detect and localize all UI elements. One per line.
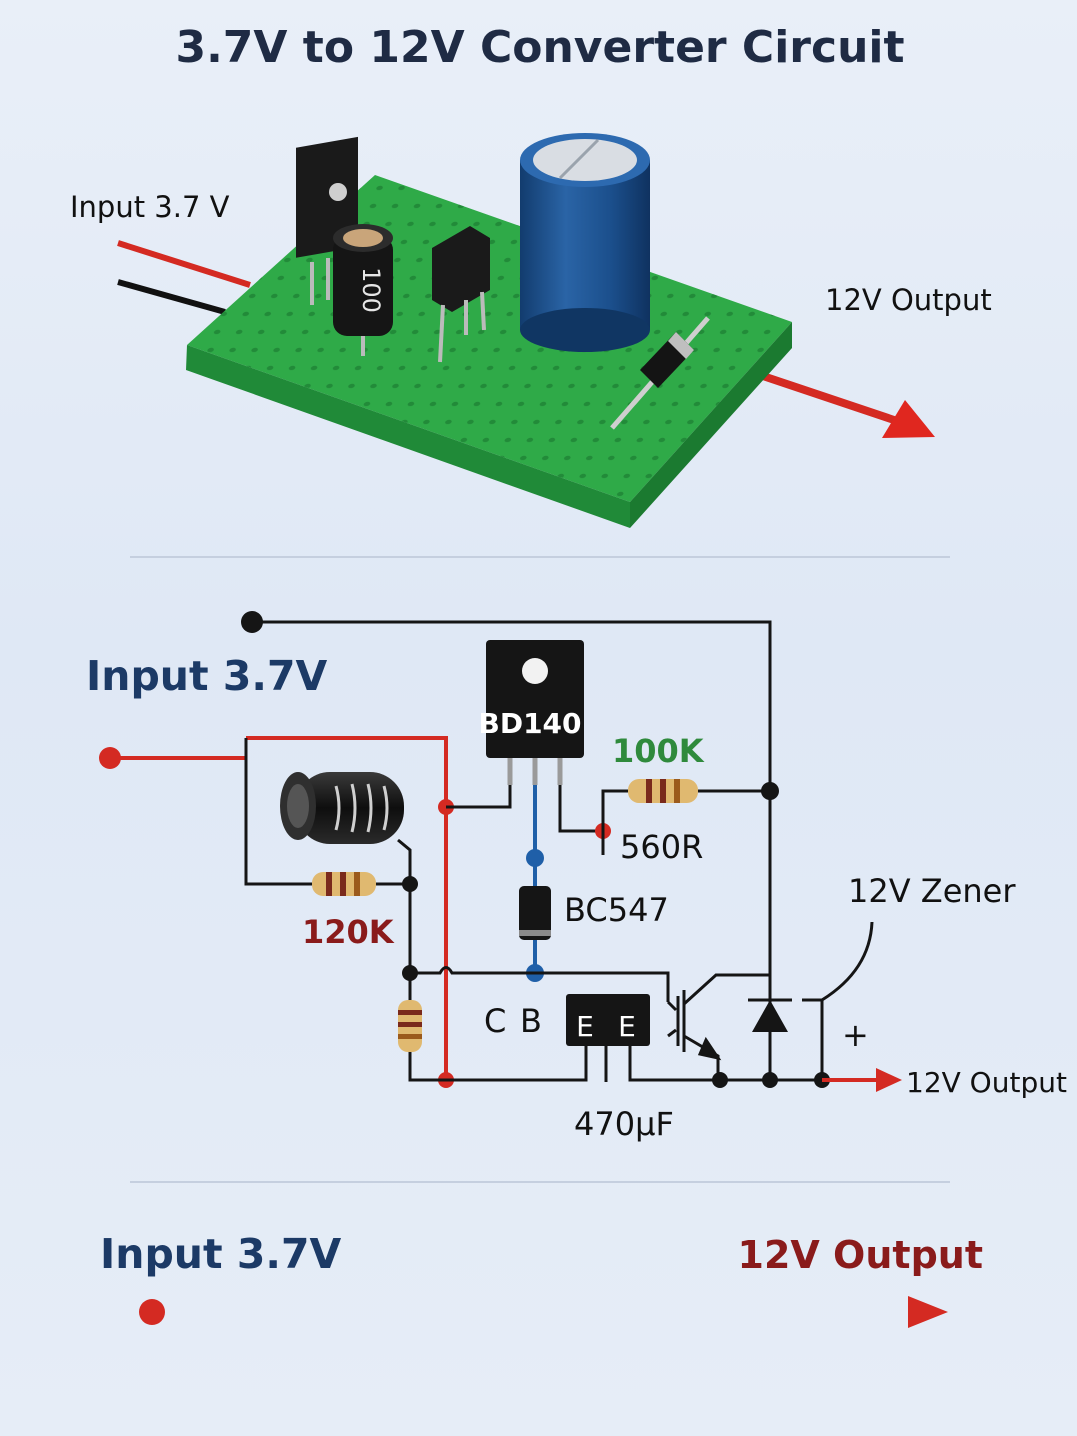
flow-output-label: 12V Output xyxy=(738,1233,983,1277)
output-wire xyxy=(758,371,902,426)
bc547-symbol xyxy=(519,886,551,940)
power-transistor-photo xyxy=(296,136,358,305)
diode-photo xyxy=(610,316,710,430)
flow-start-node xyxy=(139,1299,165,1325)
board-input-label: Input 3.7 V xyxy=(70,190,230,224)
resistor-bottom-left-symbol xyxy=(398,1000,422,1052)
schematic-input-label: Input 3.7V xyxy=(86,652,327,700)
bd140-transistor-symbol xyxy=(486,640,584,785)
label-bc547: BC547 xyxy=(564,891,669,929)
pin-label-e2: E xyxy=(618,1010,636,1043)
label-470uf: 470µF xyxy=(574,1105,674,1143)
inductor-photo: 100 xyxy=(333,224,393,356)
electrolytic-capacitor-photo xyxy=(520,133,650,352)
black-input-wire xyxy=(117,279,226,315)
flow-input-label: Input 3.7V xyxy=(100,1230,341,1278)
red-input-wire xyxy=(117,240,251,288)
label-12v-zener: 12V Zener xyxy=(848,872,1016,910)
resistor-100k-symbol xyxy=(628,779,698,803)
output-transistor-package xyxy=(566,994,720,1082)
inductor-marking: 100 xyxy=(357,267,385,313)
board-illustration: 100 Input 3.7 V 12V Output xyxy=(70,133,992,528)
top-rail-wire xyxy=(252,620,772,975)
page-title: 3.7V to 12V Converter Circuit xyxy=(175,22,904,73)
board-output-label: 12V Output xyxy=(825,283,992,317)
switching-transistor-symbol xyxy=(666,973,770,1080)
inductor-symbol xyxy=(280,772,404,844)
pin-label-b: B xyxy=(520,1002,542,1040)
pin-label-c: C xyxy=(484,1002,506,1040)
flow-arrowhead xyxy=(908,1296,948,1328)
small-transistor-photo xyxy=(432,226,490,363)
zener-diode-symbol xyxy=(748,975,792,1080)
zener-pointer-line xyxy=(821,921,874,1002)
flow-summary: Input 3.7V 12V Output xyxy=(100,1230,983,1328)
resistor-120k-symbol xyxy=(312,872,376,896)
label-560r: 560R xyxy=(620,828,703,866)
schematic-output-label: 12V Output xyxy=(906,1066,1067,1099)
schematic-output-arrow xyxy=(876,1068,902,1092)
circuit-schematic: Input 3.7V 120K xyxy=(86,611,1067,1143)
label-100k: 100K xyxy=(612,732,705,770)
plus-sign: + xyxy=(842,1016,869,1054)
label-bd140: BD140 xyxy=(478,707,581,740)
label-120k: 120K xyxy=(302,913,395,951)
pin-label-e1: E xyxy=(576,1010,594,1043)
output-arrowhead xyxy=(882,400,935,438)
